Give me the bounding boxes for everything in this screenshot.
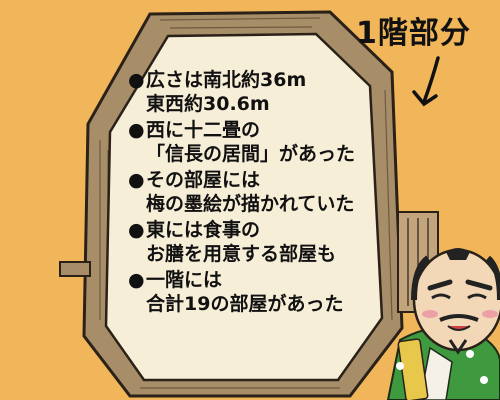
info-item: ●広さは南北約36m 東西約30.6m [128, 68, 390, 116]
info-item: ●その部屋には 梅の墨絵が描かれていた [128, 168, 390, 216]
bullet-icon: ● [128, 219, 145, 241]
info-text: その部屋には [146, 169, 261, 191]
left-stub [59, 261, 91, 277]
arrow-down-icon [412, 56, 440, 107]
info-text: 広さは南北約36m [146, 69, 307, 91]
floor-label: 1階部分 [356, 16, 471, 51]
info-item: ●東には食事の お膳を用意する部屋も [128, 218, 390, 266]
inner-floor [104, 32, 384, 382]
info-text: 東には食事の [146, 219, 261, 241]
nobunaga-character [386, 248, 500, 400]
info-line: ●広さは南北約36m [128, 68, 390, 92]
info-text: 西に十二畳の [146, 119, 261, 141]
info-item: ●一階には 合計19の部屋があった [128, 268, 390, 316]
info-item: ●西に十二畳の 「信長の居間」があった [128, 118, 390, 166]
info-line: ●その部屋には [128, 168, 390, 192]
info-line: ●西に十二畳の [128, 118, 390, 142]
info-text: 一階には [146, 269, 223, 291]
bullet-icon: ● [128, 69, 145, 91]
info-text-cont: お膳を用意する部屋も [146, 243, 337, 265]
info-line: ●東には食事の [128, 218, 390, 242]
info-text-cont: 梅の墨絵が描かれていた [146, 193, 355, 215]
info-text-cont: 「信長の居間」があった [146, 143, 356, 165]
bullet-icon: ● [128, 169, 145, 191]
info-list: ●広さは南北約36m 東西約30.6m ●西に十二畳の 「信長の居間」があった … [128, 68, 390, 318]
info-text-cont: 東西約30.6m [146, 93, 270, 115]
info-line: ●一階には [128, 268, 390, 292]
bullet-icon: ● [128, 119, 145, 141]
info-text-cont: 合計19の部屋があった [146, 293, 344, 315]
bullet-icon: ● [128, 269, 145, 291]
